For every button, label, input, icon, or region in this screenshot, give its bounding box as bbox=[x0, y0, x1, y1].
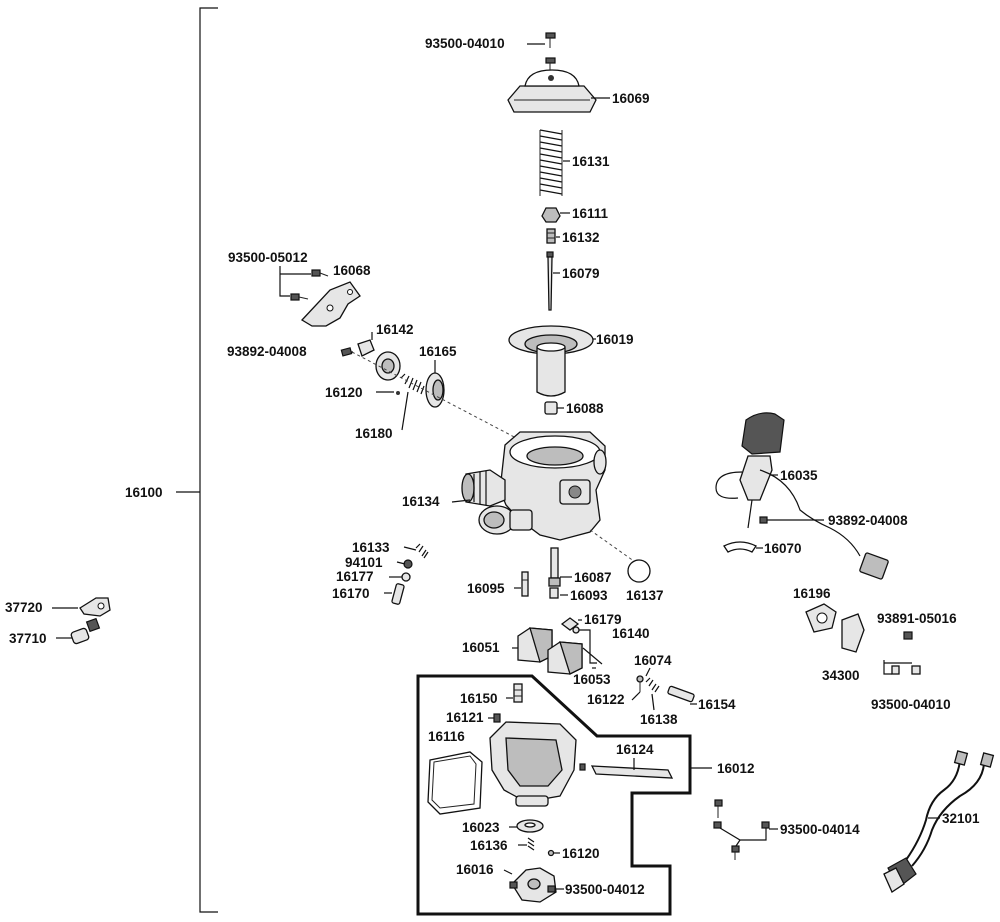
label-16068: 16068 bbox=[333, 263, 371, 278]
sensor-part bbox=[70, 597, 111, 645]
label-16012: 16012 bbox=[717, 761, 755, 776]
label-16095: 16095 bbox=[467, 581, 505, 596]
label-16074: 16074 bbox=[634, 653, 672, 668]
label-16140: 16140 bbox=[612, 626, 650, 641]
label-16079: 16079 bbox=[562, 266, 600, 281]
label-16177: 16177 bbox=[336, 569, 374, 584]
cable-clip-part bbox=[723, 541, 757, 553]
label-16093: 16093 bbox=[570, 588, 608, 603]
throttle-linkage-part bbox=[340, 339, 521, 441]
chamber-screws-part bbox=[713, 799, 778, 860]
label-16154: 16154 bbox=[698, 697, 736, 712]
needle-jet-holder-part bbox=[544, 401, 558, 415]
label-37710: 37710 bbox=[9, 631, 47, 646]
subassembly-outline bbox=[416, 674, 692, 916]
label-93500-04010-top: 93500-04010 bbox=[425, 36, 505, 51]
label-16137: 16137 bbox=[626, 588, 664, 603]
wire-harness-part bbox=[883, 750, 995, 893]
throttle-bracket-part bbox=[279, 266, 361, 327]
label-34300: 34300 bbox=[822, 668, 860, 683]
label-16131: 16131 bbox=[572, 154, 610, 169]
label-93500-04010-right: 93500-04010 bbox=[871, 697, 951, 712]
throttle-sensor-part bbox=[805, 603, 921, 675]
label-93891-05016: 93891-05016 bbox=[877, 611, 957, 626]
spring-part bbox=[539, 128, 563, 198]
label-16134: 16134 bbox=[402, 494, 440, 509]
carburetor-body-part bbox=[461, 431, 639, 565]
label-16170: 16170 bbox=[332, 586, 370, 601]
label-93892-04008-right: 93892-04008 bbox=[828, 513, 908, 528]
diaphragm-cover-part bbox=[507, 69, 597, 113]
label-16124: 16124 bbox=[616, 742, 654, 757]
label-16165: 16165 bbox=[419, 344, 457, 359]
label-16132: 16132 bbox=[562, 230, 600, 245]
label-37720: 37720 bbox=[5, 600, 43, 615]
label-16120-bottom: 16120 bbox=[562, 846, 600, 861]
label-16116: 16116 bbox=[428, 729, 465, 744]
top-screw-part bbox=[545, 32, 556, 72]
auto-choke-part bbox=[715, 412, 889, 580]
label-16136: 16136 bbox=[470, 838, 508, 853]
jet-needle-part bbox=[546, 251, 554, 311]
label-16150: 16150 bbox=[460, 691, 498, 706]
needle-retainer-part bbox=[541, 207, 561, 223]
label-94101: 94101 bbox=[345, 555, 383, 570]
label-16070: 16070 bbox=[764, 541, 802, 556]
label-16122: 16122 bbox=[587, 692, 625, 707]
label-32101: 32101 bbox=[942, 811, 980, 826]
label-16035: 16035 bbox=[780, 468, 818, 483]
label-16016: 16016 bbox=[456, 862, 494, 877]
label-16142: 16142 bbox=[376, 322, 414, 337]
enrichener-screw-part bbox=[636, 675, 695, 703]
label-16023: 16023 bbox=[462, 820, 500, 835]
label-93500-04014: 93500-04014 bbox=[780, 822, 860, 837]
needle-clip-part bbox=[546, 228, 556, 244]
label-16100: 16100 bbox=[125, 485, 163, 500]
idle-screw-set-part bbox=[391, 543, 429, 605]
label-16069: 16069 bbox=[612, 91, 650, 106]
label-93892-04008-left: 93892-04008 bbox=[227, 344, 307, 359]
label-93500-05012: 93500-05012 bbox=[228, 250, 308, 265]
assembly-bracket bbox=[176, 7, 218, 913]
label-16133: 16133 bbox=[352, 540, 390, 555]
label-93500-04012: 93500-04012 bbox=[565, 882, 645, 897]
label-16179: 16179 bbox=[584, 612, 622, 627]
label-16111: 16111 bbox=[572, 206, 609, 221]
float-part bbox=[517, 617, 603, 675]
label-16019: 16019 bbox=[596, 332, 634, 347]
label-16088: 16088 bbox=[566, 401, 604, 416]
label-16087: 16087 bbox=[574, 570, 612, 585]
label-16053: 16053 bbox=[573, 672, 611, 687]
label-16120-left: 16120 bbox=[325, 385, 363, 400]
piston-diaphragm-part bbox=[508, 325, 594, 397]
jets-part bbox=[521, 547, 651, 599]
label-16196: 16196 bbox=[793, 586, 831, 601]
label-16051: 16051 bbox=[462, 640, 500, 655]
label-16121: 16121 bbox=[446, 710, 484, 725]
label-16180: 16180 bbox=[355, 426, 393, 441]
label-16138: 16138 bbox=[640, 712, 678, 727]
float-chamber-part bbox=[427, 683, 674, 903]
